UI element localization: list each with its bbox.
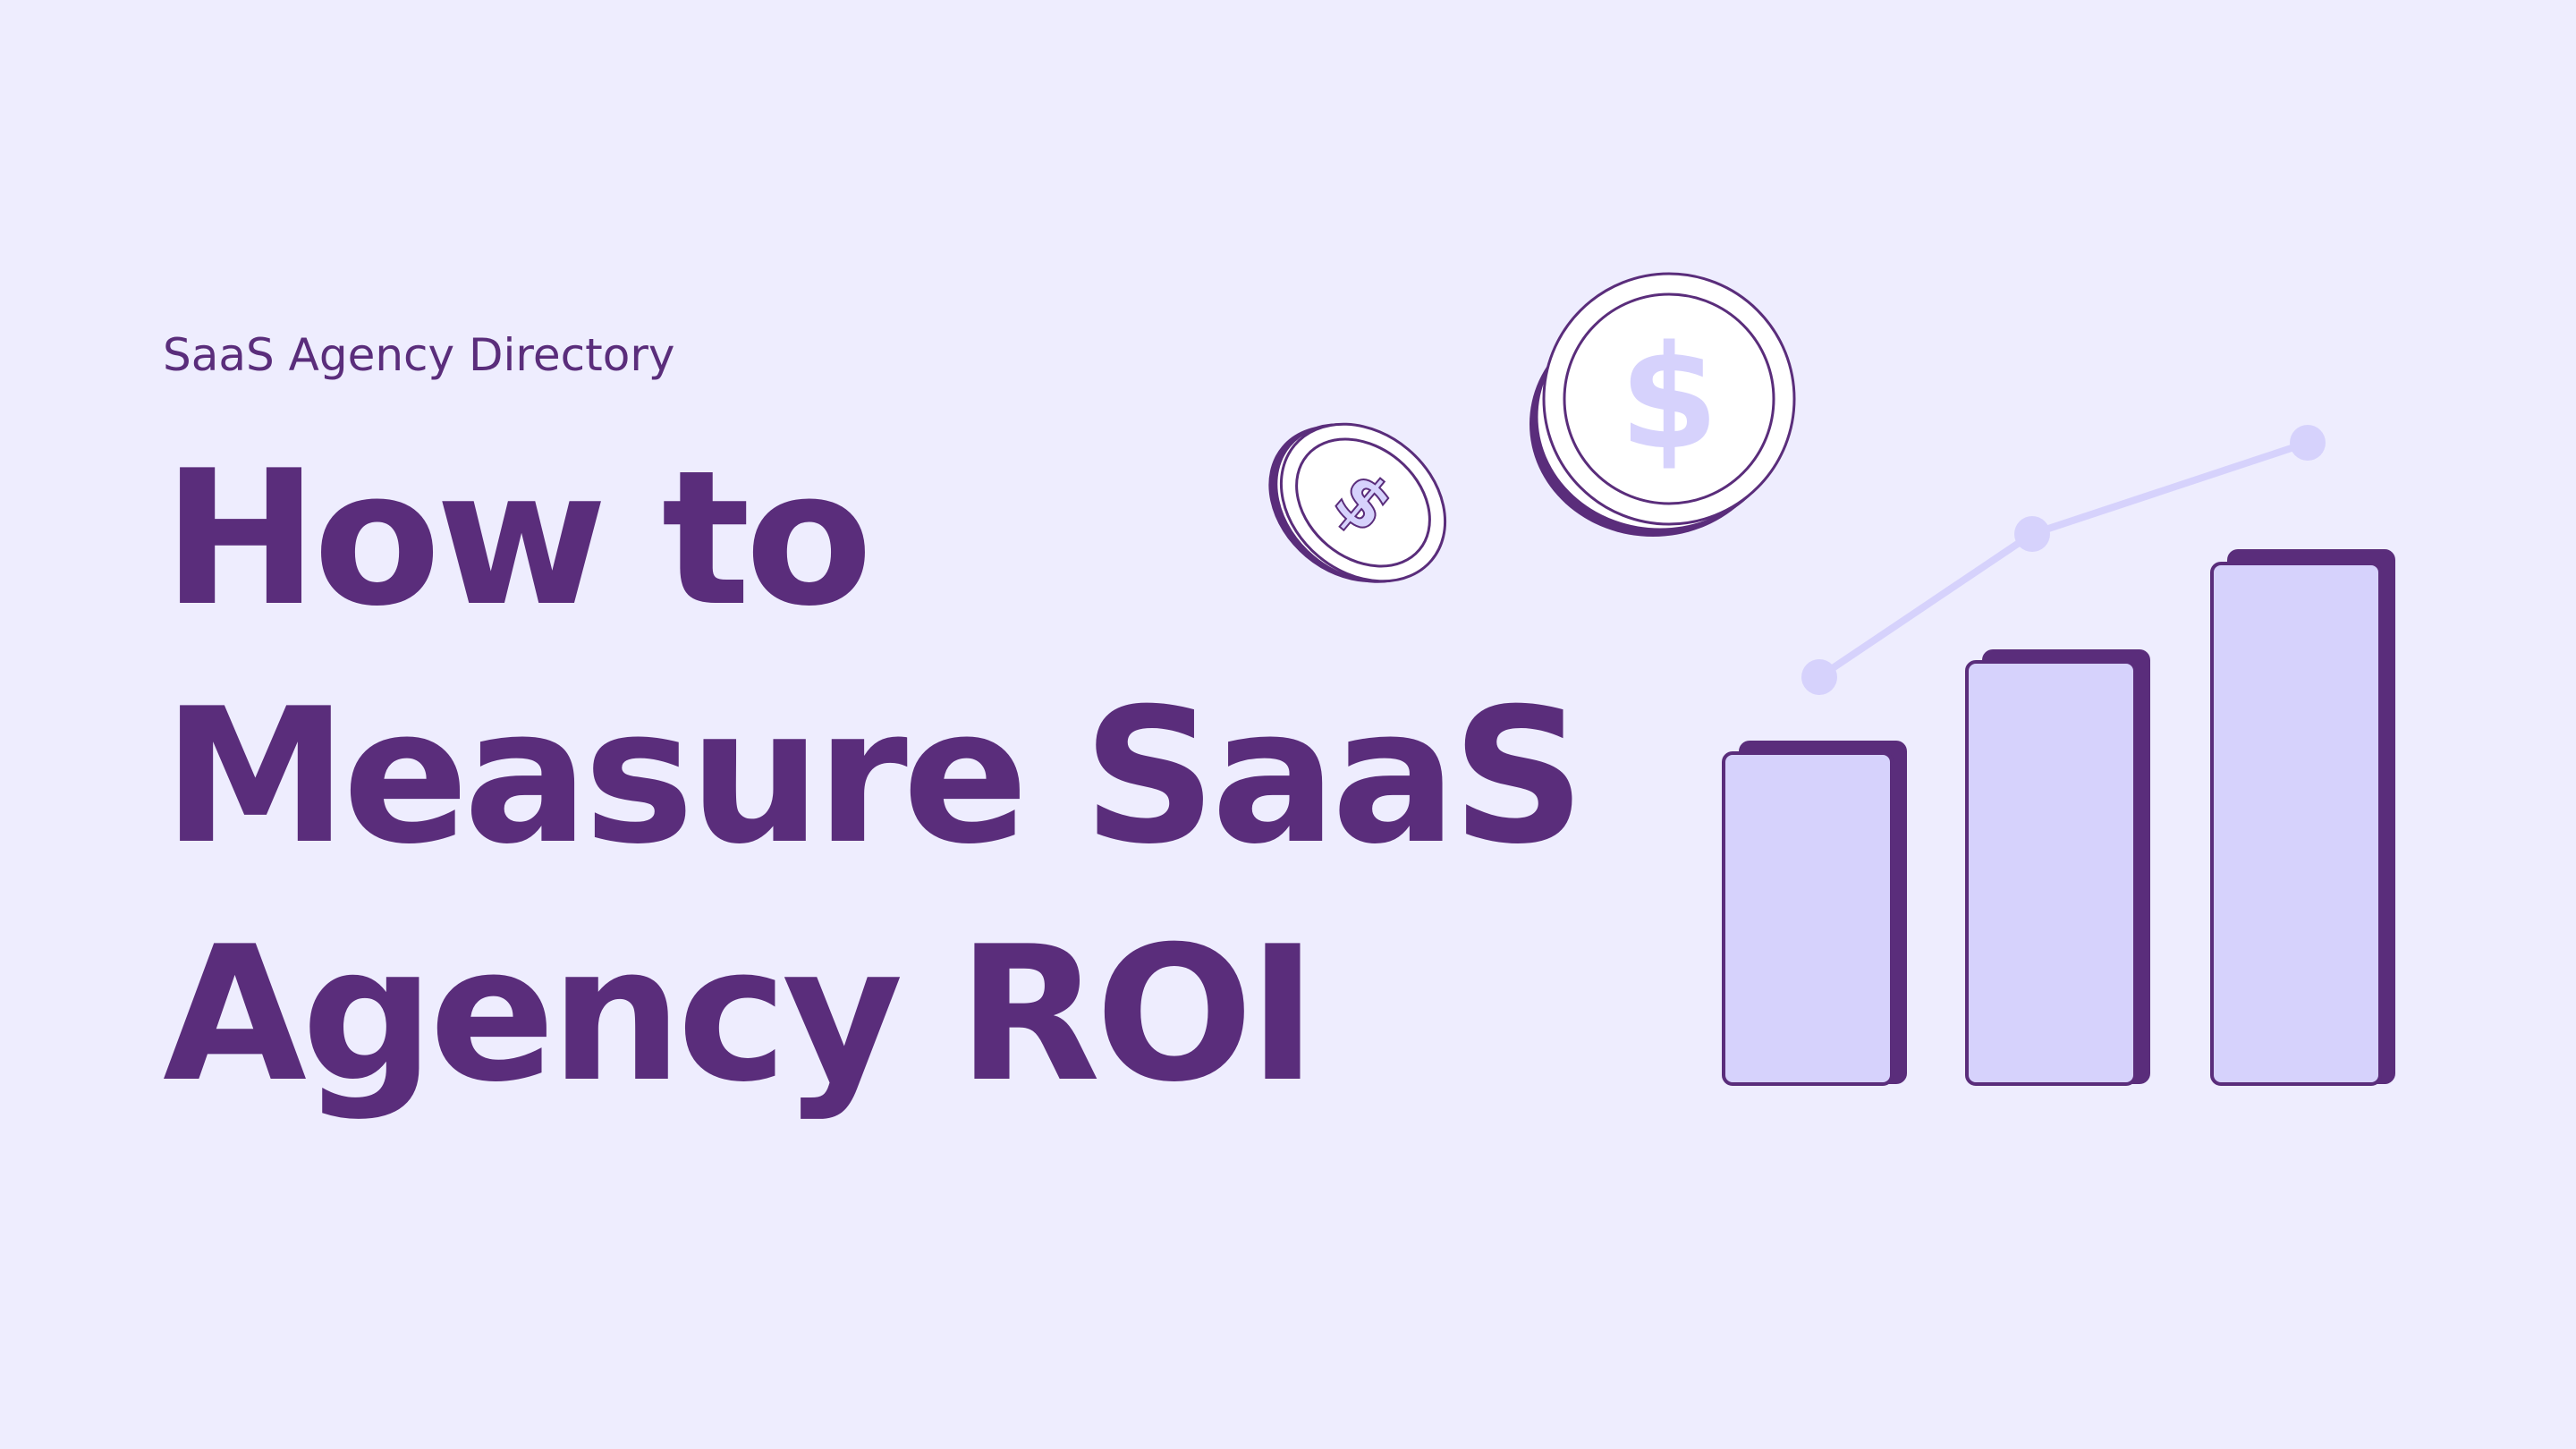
coin-small-icon: $ [1268, 422, 1447, 583]
coin-large-icon: $ [1530, 272, 1796, 537]
title-line-3: Agency ROI [163, 907, 1318, 1123]
trend-line-icon [1801, 425, 2326, 695]
trend-point-1 [1801, 659, 1837, 695]
title-line-1: How to [163, 431, 873, 648]
bar-2 [1965, 649, 2150, 1086]
coin-large-symbol: $ [1619, 314, 1718, 481]
trend-point-2 [2014, 516, 2050, 552]
bar-chart-icon [1722, 549, 2395, 1086]
brand-label: SaaS Agency Directory [163, 329, 675, 381]
bar-1 [1722, 741, 1907, 1086]
bar-3 [2210, 549, 2395, 1086]
trend-point-3 [2290, 425, 2326, 461]
page-title: How to Measure SaaS Agency ROI [163, 420, 1594, 1134]
title-line-2: Measure SaaS [163, 669, 1586, 886]
